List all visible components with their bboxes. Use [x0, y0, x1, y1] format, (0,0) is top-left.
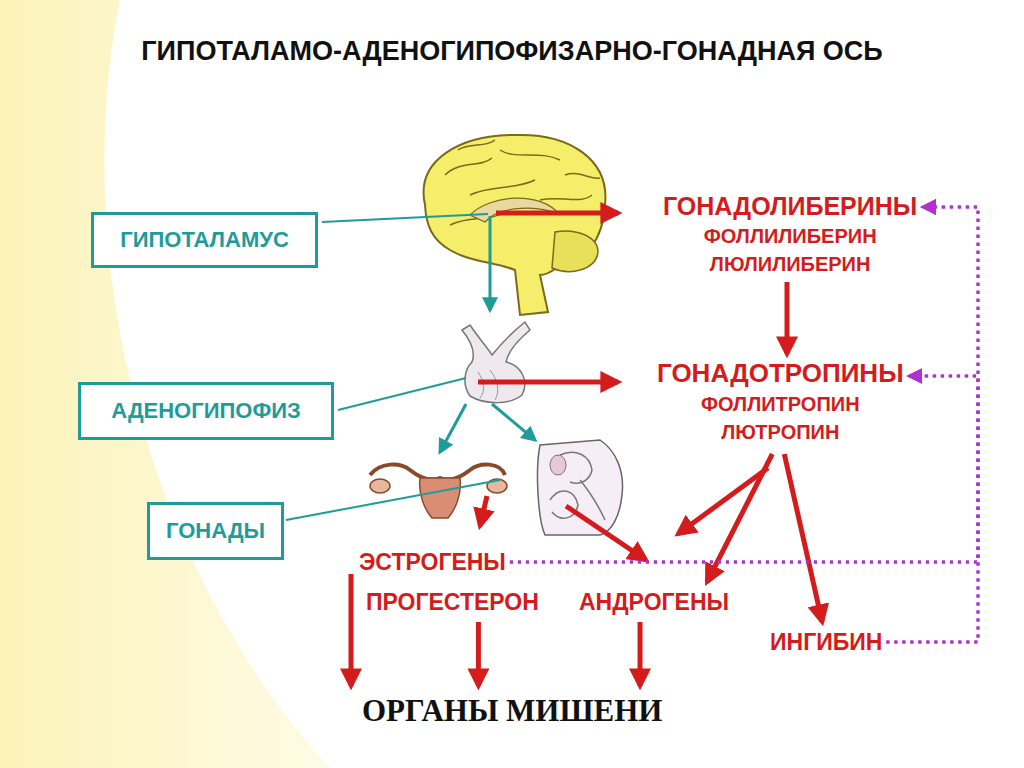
hormone-arrow: [785, 282, 790, 354]
hypothalamus-box: ГИПОТАЛАМУС: [91, 212, 318, 268]
hormone-arrow: [476, 622, 481, 686]
male-pelvis-drawing: [538, 440, 623, 535]
hormone-arrow: [638, 622, 643, 686]
pituitary-drawing: [462, 322, 530, 403]
node-text: ОРГАНЫ МИШЕНИ: [362, 692, 662, 730]
hormone-arrow: [349, 574, 354, 686]
node-text: ГОНАДОЛИБЕРИНЫ: [663, 190, 917, 222]
hormone-group: ГОНАДОТРОПИНЫФОЛЛИТРОПИНЛЮТРОПИН: [657, 356, 904, 446]
teal-arrow: [440, 216, 535, 452]
node-text: АДЕНОГИПОФИЗ: [111, 398, 301, 424]
feedback-arrow: [510, 207, 978, 562]
hormone-label: ПРОГЕСТЕРОН: [366, 586, 539, 618]
hormone-group: ГОНАДОЛИБЕРИНЫФОЛЛИЛИБЕРИНЛЮЛИЛИБЕРИН: [663, 190, 917, 278]
node-text: ЛЮТРОПИН: [657, 418, 904, 446]
hormone-label: ИНГИБИН: [770, 626, 882, 658]
target-organs-label: ОРГАНЫ МИШЕНИ: [362, 692, 662, 730]
hormone-arrow: [784, 454, 822, 622]
brain-drawing: [424, 135, 606, 315]
node-text: ЭСТРОГЕНЫ: [359, 546, 506, 578]
node-text: ФОЛЛИЛИБЕРИН: [663, 222, 917, 250]
adenohypophysis-box: АДЕНОГИПОФИЗ: [78, 382, 334, 440]
node-text: ФОЛЛИТРОПИН: [657, 390, 904, 418]
node-text: ИНГИБИН: [770, 626, 882, 658]
hormone-label: ЭСТРОГЕНЫ: [359, 546, 506, 578]
feedback-arrow: [510, 376, 978, 562]
feedback-arrow: [886, 207, 978, 642]
node-text: АНДРОГЕНЫ: [579, 586, 729, 618]
hormone-arrow: [707, 454, 772, 582]
hormone-label: АНДРОГЕНЫ: [579, 586, 729, 618]
node-text: ГОНАДОТРОПИНЫ: [657, 356, 904, 390]
node-text: ГИПОТАЛАМУС: [120, 227, 289, 253]
node-text: ПРОГЕСТЕРОН: [366, 586, 539, 618]
feedback-arrow: [886, 376, 978, 642]
gonads-box: ГОНАДЫ: [147, 502, 284, 560]
leader-line: [286, 214, 500, 520]
node-text: ЛЮЛИЛИБЕРИН: [663, 250, 917, 278]
node-text: ГОНАДЫ: [166, 518, 265, 544]
title: ГИПОТАЛАМО-АДЕНОГИПОФИЗАРНО-ГОНАДНАЯ ОСЬ: [0, 36, 1024, 67]
